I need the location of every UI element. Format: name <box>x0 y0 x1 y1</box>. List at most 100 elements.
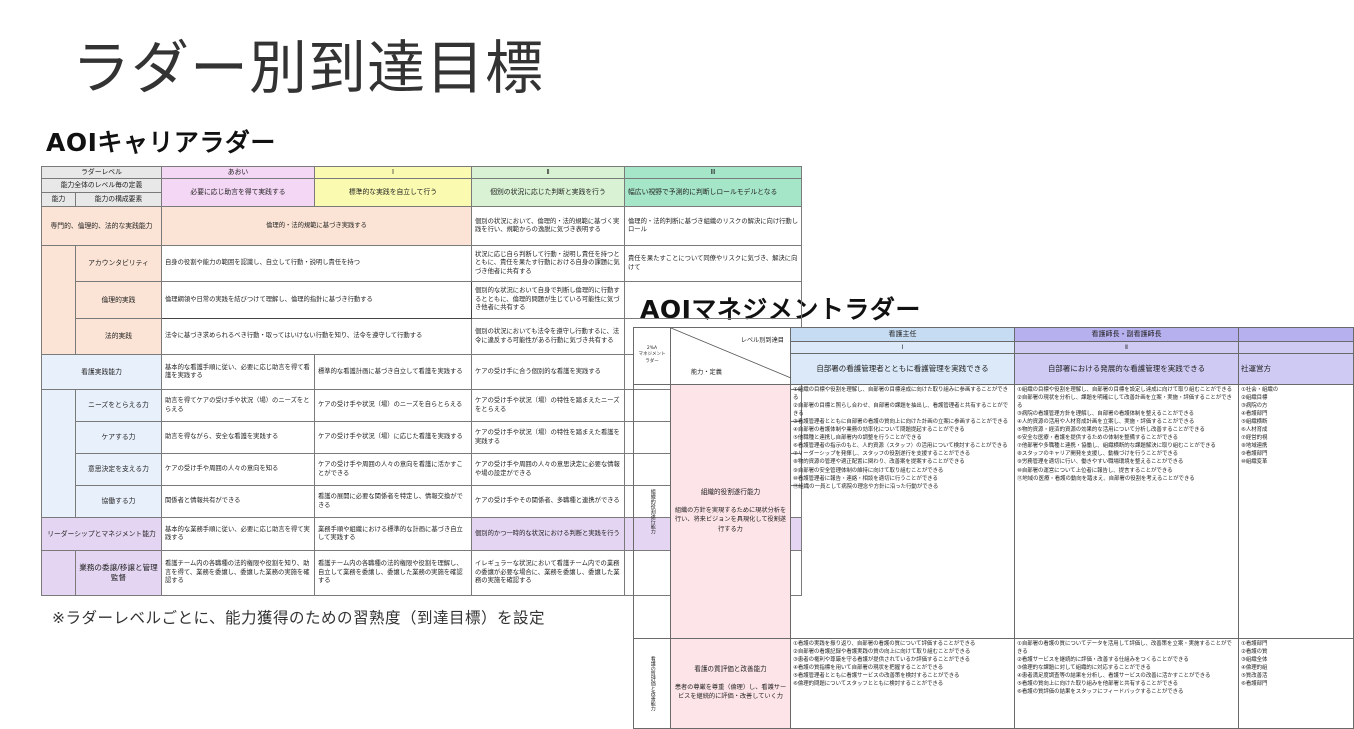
list-item: ⑨労務管理を適切に行い、働きやすい職場環境を整えることができる <box>1017 459 1184 466</box>
header-ladder-level: ラダーレベル <box>41 165 162 180</box>
list-item: ⑥安全な医療・看護を提供するための体制を整備することができる <box>1017 435 1179 442</box>
list-item: ②自部署の現状を分析し、課題を明確にして改善計画を立案・実施・評価することができ… <box>1017 394 1232 409</box>
leadership-sidebar <box>41 550 76 597</box>
list-item: ④倫理的組 <box>1241 664 1268 671</box>
ethics-main-aoi-1: 倫理的・法的規範に基づき実践する <box>161 206 472 247</box>
list-item: ②自部署の看護記録や看護実践の質の向上に向けて取り組むことができる <box>793 648 971 655</box>
ethics-main-3: 倫理的・法的判断に基づき組織のリスクの解決に向け行動しロール <box>624 206 802 247</box>
list-item: ①組織の目標や役割を理解し、自部署の目標達成に向けた取り組みに参画することができ… <box>793 386 1009 401</box>
list-item: ⑤看護管理者とともに看護サービスの改善策を検討することができる <box>793 672 960 679</box>
category-leadership: リーダーシップとマネジメント能力 <box>41 517 162 552</box>
definition-aoi: 必要に応じ助言を得て実践する <box>161 178 315 208</box>
list-item: ⑩自部署の運営について上位者に報告し、提言することができる <box>1017 467 1173 474</box>
row2-col2-list: ①自部署の看護の質についてデータを活用して評価し、改善策を立案・実施することがで… <box>1017 640 1236 697</box>
list-item: ⑨看護部門 <box>1241 451 1268 458</box>
decision-2: ケアの受け手や周囲の人々の意思決定に必要な情報や場の設定ができる <box>471 453 625 487</box>
list-item: ①組織の目標や役割を理解し、自部署の目標を設定し達成に向けて取り組むことができる <box>1017 386 1232 393</box>
mgmt-col1-title: 看護主任 <box>790 327 1015 342</box>
list-item: ③看護管理者とともに自部署の看護の質向上に向けた計画の立案に参画することができる <box>793 418 1008 425</box>
list-item: ⑤物的資源・経済的資源の効果的な活用について分析し改善することができる <box>1017 427 1205 434</box>
sub-needs: ニーズをとらえる力 <box>75 389 162 423</box>
category-nursing: 看護実践能力 <box>41 354 162 391</box>
list-item: ⑤組織横断 <box>1241 418 1268 425</box>
mgmt-col2-definition: 自部署における発展的な看護管理を実践できる <box>1014 352 1239 385</box>
list-item: ③病院の方 <box>1241 402 1268 409</box>
leadership-main-2: 個別的かつ一時的な状況における判断と実践を行う <box>471 517 625 552</box>
header-level-aoi: あおい <box>161 165 315 180</box>
diagonal-line <box>670 327 792 379</box>
list-item: ⑨自部署の安全管理体制の維持に向けて取り組むことができる <box>793 467 944 474</box>
mgmt-header-axis: レベル別到達目 能力・定義 <box>670 327 792 385</box>
list-item: ⑤質改善活 <box>1241 672 1268 679</box>
ethics-sidebar <box>41 245 76 356</box>
decision-aoi: ケアの受け手や周囲の人々の意向を知る <box>161 453 315 487</box>
row2-ability-definition: 患者の尊厳を尊重（倫理）し、看護サービスを継続的に評価・改善していく力 <box>674 683 787 700</box>
care-aoi: 助言を得ながら、安全な看護を実践する <box>161 421 315 455</box>
legal-practice-2: 個別の状況においても法令を遵守し行動するに、法令に違反する可能性がある行動に気づ… <box>471 318 625 356</box>
sub-legal-practice: 法的実践 <box>75 318 162 356</box>
care-2: ケアの受け手や状況（場）の特性を踏まえた看護を実践する <box>471 421 625 455</box>
row2-ability: 看護の質評価と改善能力 患者の尊厳を尊重（倫理）し、看護サービスを継続的に評価・… <box>670 637 791 729</box>
list-item: ③組織全体 <box>1241 656 1268 663</box>
list-item: ⑥看護部門 <box>1241 681 1268 688</box>
management-ladder-table: 2%A マネジメント ラダー レベル別到達目 能力・定義 看護主任 看護師長・副… <box>633 327 1354 729</box>
row1-col2-list: ①組織の目標や役割を理解し、自部署の目標を設定し達成に向けて取り組むことができる… <box>1017 386 1236 483</box>
mgmt-corner-label: 2%A マネジメント ラダー <box>633 327 671 385</box>
header-level-1: Ⅰ <box>314 165 472 180</box>
row1-ability: 組織的役割遂行能力 組織の方針を実現するために現状分析を行い、将来ビジョンを具現… <box>670 383 791 639</box>
sub-ethical-practice: 倫理的実践 <box>75 281 162 320</box>
career-ladder-title: AOIキャリアラダー <box>46 128 276 157</box>
ethics-main-2: 個別の状況において、倫理的・法的規範に基づく実践を行い、規範からの逸脱に気づき表… <box>471 206 625 247</box>
list-item: ⑪組織の一員として病院の理念や方針に沿った行動ができる <box>793 483 939 490</box>
sub-collaboration: 協働する力 <box>75 485 162 519</box>
mgmt-col3-definition: 社運営方 <box>1238 352 1354 385</box>
list-item: ⑧地域連携 <box>1241 443 1268 450</box>
mgmt-col1-definition: 自部署の看護管理者とともに看護管理を実践できる <box>790 352 1015 385</box>
mgmt-col2-title: 看護師長・副看護師長 <box>1014 327 1239 342</box>
list-item: ①社会・組織の <box>1241 386 1279 393</box>
mgmt-col3-title <box>1238 327 1354 342</box>
collaboration-aoi: 関係者と情報共有ができる <box>161 485 315 519</box>
list-item: ②看護の質 <box>1241 648 1268 655</box>
mgmt-level-label: レベル別到達目 <box>740 337 784 344</box>
list-item: ⑪地域の医療・看護の動向を踏まえ、自部署の役割を考えることができる <box>1017 475 1195 482</box>
career-ladder-table: ラダーレベル あおい Ⅰ Ⅱ Ⅲ 能力全体のレベル毎の定義 必要に応じ助言を得て… <box>41 165 802 597</box>
list-item: ⑤他職種と連携し自部署内の調整を行うことができる <box>793 435 922 442</box>
list-item: ①看護部門 <box>1241 640 1268 647</box>
list-item: ①看護の実践を振り返り、自部署の看護の質について評価することができる <box>793 640 976 647</box>
legal-practice-aoi-1: 法令に基づき求められるべき行動・取ってはいけない行動を知り、法令を遵守して行動す… <box>161 318 472 356</box>
list-item: ⑥看護管理者の指示のもと、人的資源（スタッフ）の活用について検討することができる <box>793 443 1008 450</box>
header-elements: 能力の構成要素 <box>75 192 162 208</box>
sub-decision: 意思決定を支える力 <box>75 453 162 487</box>
collaboration-1: 看護の展開に必要な関係者を特定し、情報交換ができる <box>314 485 472 519</box>
ethical-practice-3 <box>624 281 802 320</box>
row2-vertical-label: 看護の質評価と改善能力 <box>633 637 671 729</box>
list-item: ④看護部門 <box>1241 410 1268 417</box>
header-ability: 能力 <box>41 192 76 208</box>
list-item: ⑥人材育成 <box>1241 427 1268 434</box>
mgmt-ability-label: 能力・定義 <box>691 369 722 377</box>
list-item: ⑥看護の質評価の結果をスタッフにフィードバックすることができる <box>1017 689 1184 696</box>
mgmt-col2-level: Ⅱ <box>1014 340 1239 354</box>
row1-col1-cell: ①組織の目標や役割を理解し、自部署の目標達成に向けた取り組みに参画することができ… <box>790 383 1015 639</box>
list-item: ③患者の権利や尊厳を守る看護が提供されているか評価することができる <box>793 656 971 663</box>
leadership-main-1: 業務手順や組織における標準的な計画に基づき自立して実践する <box>314 517 472 552</box>
list-item: ⑩組織変革 <box>1241 459 1268 466</box>
category-ethics: 専門的、倫理的、法的な実践能力 <box>41 206 162 247</box>
list-item: ③病院の看護管理方針を理解し、自部署の看護体制を整えることができる <box>1017 410 1195 417</box>
list-item: ⑦経営的視 <box>1241 435 1268 442</box>
list-item: ⑧スタッフのキャリア開発を支援し、動機づけを行うことができる <box>1017 451 1179 458</box>
mgmt-col1-level: Ⅰ <box>790 340 1015 354</box>
leadership-main-aoi: 基本的な業務手順に従い、必要に応じ助言を得て実践する <box>161 517 315 552</box>
decision-1: ケアの受け手や周囲の人々の意向を看護に活かすことができる <box>314 453 472 487</box>
row2-col2-cell: ①自部署の看護の質についてデータを活用して評価し、改善策を立案・実施することがで… <box>1014 637 1239 729</box>
header-level-3: Ⅲ <box>624 165 802 180</box>
row1-ability-title: 組織的役割遂行能力 <box>700 488 761 497</box>
list-item: ⑧物的資源の管理や適正配置に関わり、改善案を提案することができる <box>793 459 965 466</box>
list-item: ②看護サービスを継続的に評価・改善する仕組みをつくることができる <box>1017 656 1189 663</box>
row1-col1-list: ①組織の目標や役割を理解し、自部署の目標達成に向けた取り組みに参画することができ… <box>793 386 1012 491</box>
